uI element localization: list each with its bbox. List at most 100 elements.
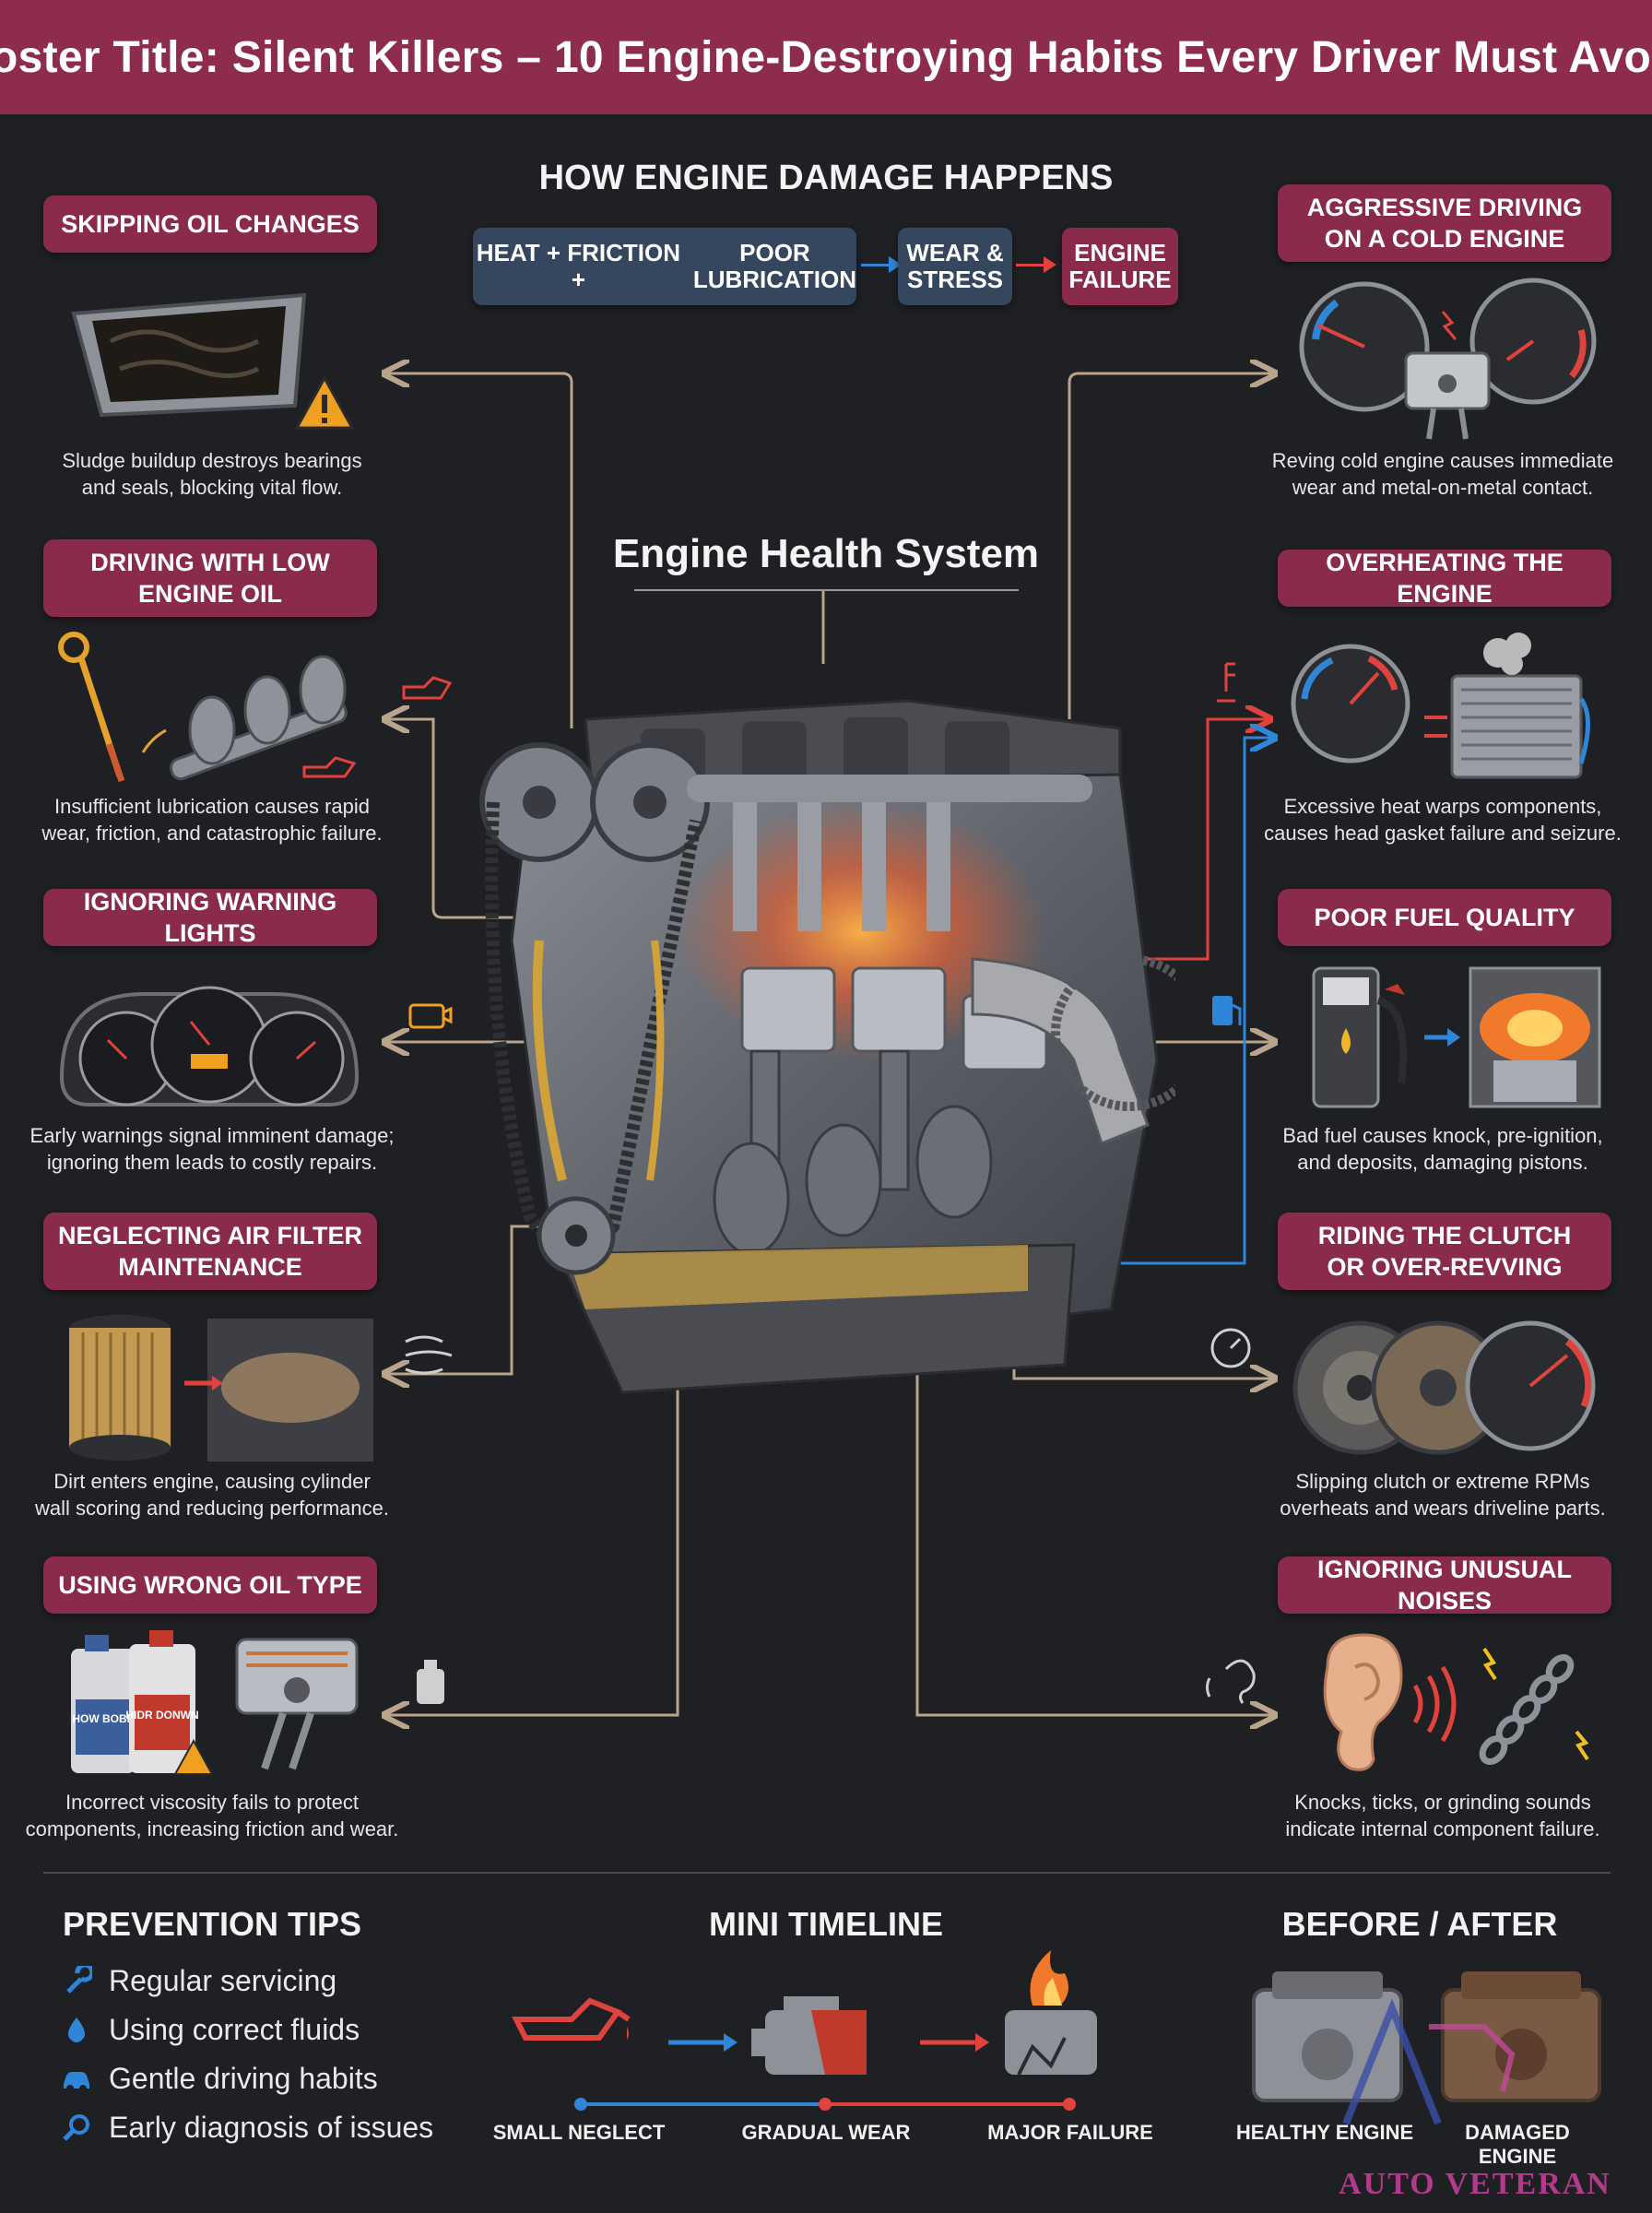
tip-gentle-driving: Gentle driving habits — [61, 2062, 378, 2096]
tip-regular-servicing: Regular servicing — [61, 1964, 336, 1998]
dashboard-gauges-illustration — [59, 986, 360, 1106]
habit-title-ignoring-warning-lights: IGNORING WARNING LIGHTS — [43, 888, 377, 947]
engine-wear-icon — [751, 1996, 867, 2075]
overheating-illustration — [1291, 633, 1590, 779]
ear-icon — [1323, 1633, 1403, 1771]
oil-can-icon — [402, 676, 453, 700]
oil-bottle-red-icon: HIDR DONWN — [125, 1630, 199, 1773]
air-filter-illustration — [69, 1315, 373, 1462]
piston-icon — [235, 1638, 359, 1770]
habit-title-neglecting-air-filter: NEGLECTING AIR FILTER MAINTENANCE — [43, 1213, 377, 1290]
habit-title-driving-low-oil: DRIVING WITH LOW ENGINE OIL — [43, 539, 377, 617]
car-icon — [64, 2071, 89, 2092]
flow-fail-line1: ENGINE — [1074, 239, 1166, 266]
flow-arrow-1 — [861, 264, 898, 266]
diagnostic-icon — [63, 2113, 89, 2141]
oil-pan-sludge-illustration — [71, 292, 355, 430]
bottom-divider — [43, 1872, 1611, 1874]
before-after-title: BEFORE / AFTER — [1281, 1905, 1558, 1943]
rpm-gauge-icon — [1465, 1320, 1596, 1451]
habit-desc-overheating: Excessive heat warps components,causes h… — [1264, 795, 1622, 845]
warning-triangle-icon — [294, 374, 355, 430]
habit-desc-ignoring-warning-lights: Early warnings signal imminent damage;ig… — [30, 1124, 395, 1174]
gauge-small-icon — [1210, 1328, 1251, 1368]
tip-correct-fluids: Using correct fluids — [61, 2013, 360, 2047]
oil-bottle-small-icon — [417, 1660, 444, 1704]
flow-poor-line1: POOR — [739, 239, 810, 266]
flow-heat-friction-text: HEAT + FRICTION + — [476, 239, 681, 293]
habit-title-overheating: OVERHEATING THE ENGINE — [1278, 549, 1611, 608]
habit-title-poor-fuel: POOR FUEL QUALITY — [1278, 889, 1611, 946]
piston-cold-icon — [1404, 351, 1491, 440]
before-after-damaged-label: DAMAGED ENGINE — [1465, 2121, 1570, 2168]
before-after-healthy-label: HEALTHY ENGINE — [1235, 2121, 1414, 2144]
oil-can-low-icon — [302, 756, 357, 778]
habit-title-wrong-oil-type: USING WRONG OIL TYPE — [43, 1556, 377, 1614]
crankshaft-icon — [169, 655, 348, 781]
air-flow-icon — [405, 1335, 453, 1375]
prevention-title: PREVENTION TIPS — [63, 1905, 362, 1943]
droplet-icon — [68, 2017, 85, 2042]
steam-icon — [1483, 633, 1531, 675]
wrench-icon — [66, 1965, 92, 1994]
radiator-icon — [1450, 674, 1590, 779]
timeline-stage-3: MAJOR FAILURE — [987, 2121, 1153, 2144]
coolant-temp-icon — [1217, 662, 1235, 703]
timeline-illustration — [512, 1950, 1097, 2111]
flow-wear-line2: STRESS — [906, 266, 1004, 293]
flow-arrow-2 — [1016, 264, 1051, 266]
watermark: AUTO VETERAN — [1339, 2167, 1611, 2201]
engine-fire-icon — [1005, 1950, 1097, 2076]
habit-title-aggressive-cold-engine: AGGRESSIVE DRIVING ON A COLD ENGINE — [1278, 184, 1611, 262]
flow-fail-line2: FAILURE — [1068, 266, 1172, 293]
fuel-pump-small-icon — [1212, 996, 1242, 1025]
timeline-title: MINI TIMELINE — [709, 1905, 943, 1943]
engine-title: Engine Health System — [612, 531, 1040, 576]
temperature-gauge-icon — [1299, 281, 1430, 412]
fuel-pump-illustration — [1312, 966, 1601, 1108]
check-engine-icon — [408, 1003, 453, 1029]
habit-title-skipping-oil-changes: SKIPPING OIL CHANGES — [43, 195, 377, 253]
engine-illustration — [479, 699, 1175, 1394]
air-filter-icon — [69, 1315, 171, 1461]
flow-box-engine-failure: ENGINE FAILURE — [1062, 228, 1178, 305]
flow-box-heat-friction: HEAT + FRICTION + POOR LUBRICATION — [473, 228, 856, 305]
habit-title-riding-clutch: RIDING THE CLUTCH OR OVER-REVVING — [1278, 1213, 1611, 1290]
oil-can-timeline-icon — [512, 1997, 631, 2041]
damage-flow-heading: HOW ENGINE DAMAGE HAPPENS — [538, 159, 1114, 197]
tip-early-diagnosis: Early diagnosis of issues — [61, 2111, 433, 2145]
oil-bottle-label-2: HIDR DONWN — [125, 1709, 198, 1722]
damaged-engine-icon — [1441, 1971, 1601, 2102]
ear-small-icon — [1206, 1659, 1256, 1704]
cold-engine-gauges-illustration — [1299, 278, 1597, 440]
oil-bottle-label-1: HOW BOBE — [72, 1712, 134, 1725]
habit-desc-poor-fuel: Bad fuel causes knock, pre-ignition,and … — [1282, 1124, 1603, 1174]
oil-bottle-blue-icon: HOW BOBE — [71, 1635, 136, 1773]
flow-wear-line1: WEAR & — [906, 239, 1004, 266]
combustion-chamber-icon — [1469, 966, 1601, 1108]
ear-chain-illustration — [1323, 1633, 1589, 1771]
flow-arrow-2-head — [1044, 256, 1056, 273]
fuel-pump-icon — [1312, 966, 1408, 1108]
dipstick-icon — [58, 632, 125, 783]
poster-title: Poster Title: Silent Killers – 10 Engine… — [0, 32, 1652, 82]
flow-poor-line2: LUBRICATION — [692, 266, 856, 293]
clutch-illustration — [1292, 1320, 1596, 1455]
timing-chain-icon — [1479, 1653, 1575, 1766]
timeline-stage-2: GRADUAL WEAR — [741, 2121, 911, 2144]
habit-title-ignoring-noises: IGNORING UNUSUAL NOISES — [1278, 1556, 1611, 1615]
dipstick-crankshaft-illustration — [58, 632, 357, 783]
before-after-illustration — [1252, 1971, 1601, 2125]
poster-title-bar: Poster Title: Silent Killers – 10 Engine… — [0, 0, 1652, 114]
timeline-stage-1: SMALL NEGLECT — [492, 2121, 666, 2144]
tachometer-icon — [1469, 278, 1597, 405]
oil-bottles-piston-illustration: HOW BOBE HIDR DONWN — [71, 1630, 359, 1775]
